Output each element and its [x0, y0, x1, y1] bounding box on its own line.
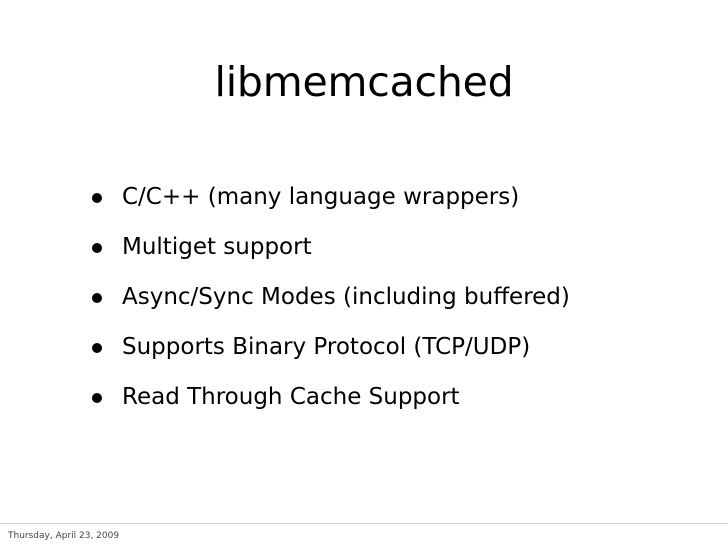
- list-item-label: Multiget support: [122, 234, 312, 260]
- list-item-label: C/C++ (many language wrappers): [122, 184, 520, 210]
- page-title: libmemcached: [214, 58, 514, 106]
- list-item-label: Async/Sync Modes (including buffered): [122, 284, 570, 310]
- bullet-list: C/C++ (many language wrappers) Multiget …: [92, 182, 652, 432]
- list-item-label: Supports Binary Protocol (TCP/UDP): [122, 334, 531, 360]
- list-item: Async/Sync Modes (including buffered): [92, 282, 652, 312]
- list-item-label: Read Through Cache Support: [122, 384, 460, 410]
- bullet-dot-icon: [92, 293, 102, 303]
- slide-canvas: libmemcached C/C++ (many language wrappe…: [92, 58, 652, 432]
- list-item: C/C++ (many language wrappers): [92, 182, 652, 212]
- footer-timestamp: Thursday, April 23, 2009: [8, 531, 120, 541]
- list-item: Read Through Cache Support: [92, 382, 652, 412]
- bullet-dot-icon: [92, 193, 102, 203]
- bullet-dot-icon: [92, 243, 102, 253]
- bullet-dot-icon: [92, 343, 102, 353]
- footer-divider: [0, 523, 728, 524]
- list-item: Supports Binary Protocol (TCP/UDP): [92, 332, 652, 362]
- bullet-dot-icon: [92, 393, 102, 403]
- list-item: Multiget support: [92, 232, 652, 262]
